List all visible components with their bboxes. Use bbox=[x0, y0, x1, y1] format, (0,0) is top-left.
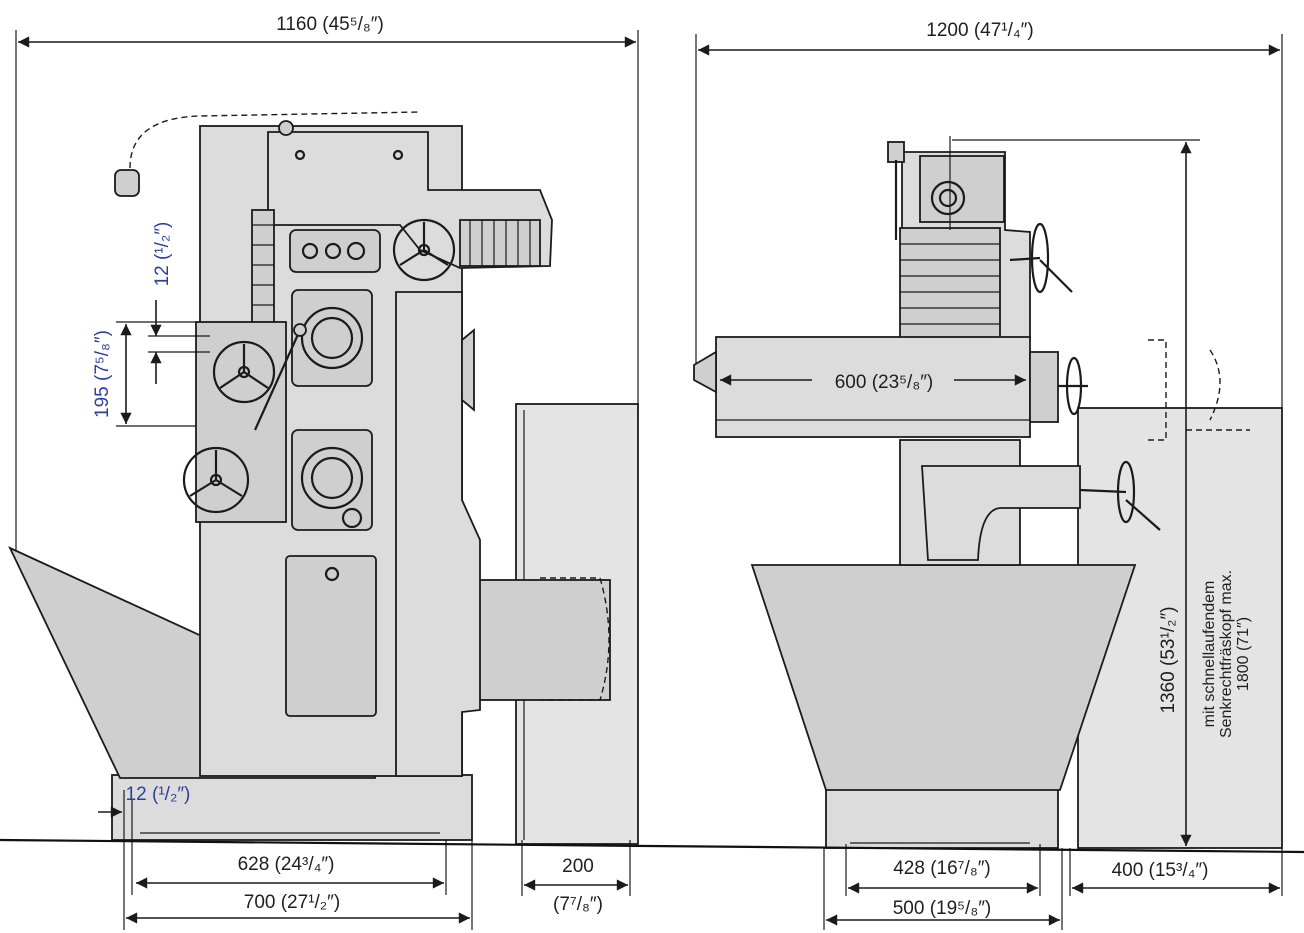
label-side-clearance: 400 (15³/₄″) bbox=[1112, 860, 1209, 881]
floor-line bbox=[0, 838, 1304, 854]
label-overall-height: 1360 (53¹/₂″) bbox=[1158, 606, 1179, 713]
label-front-base-inner: 428 (16⁷/₈″) bbox=[893, 858, 991, 879]
label-head-line1: mit schnellaufendem bbox=[1201, 581, 1218, 728]
label-front-base-outer: 500 (19⁵/₈″) bbox=[893, 898, 992, 919]
door-panel bbox=[285, 555, 377, 717]
gearbox-panel bbox=[291, 289, 373, 387]
label-base-inner: 628 (24³/₄″) bbox=[238, 854, 335, 875]
overarm-ribs bbox=[459, 219, 541, 267]
head-ribs bbox=[899, 227, 1001, 341]
label-right-width: 1200 (47¹/₄″) bbox=[926, 20, 1033, 41]
label-base-offset: 12 (¹/₂″) bbox=[126, 784, 191, 805]
label-motor-in: (7⁷/₈″) bbox=[553, 894, 603, 915]
label-spindle-offset: 12 (¹/₂″) bbox=[152, 222, 173, 287]
column-ribs bbox=[251, 209, 275, 351]
front-view bbox=[693, 34, 1283, 930]
knee-block bbox=[195, 321, 287, 523]
control-panel bbox=[289, 229, 381, 273]
label-left-width: 1160 (45⁵/₈″) bbox=[276, 14, 384, 35]
motor-body bbox=[469, 579, 611, 701]
handwheel-upper bbox=[392, 218, 456, 282]
label-motor-mm: 200 bbox=[562, 856, 594, 877]
label-head-line3: 1800 (71″) bbox=[1235, 617, 1252, 691]
label-base-outer: 700 (27¹/₂″) bbox=[244, 892, 340, 913]
machine-base bbox=[111, 774, 473, 841]
front-base bbox=[825, 787, 1059, 849]
label-table-travel: 600 (23⁵/₈″) bbox=[835, 372, 934, 393]
side-view bbox=[8, 30, 639, 930]
label-table-height: 195 (7⁵/₈″) bbox=[92, 330, 113, 418]
handwheel-head bbox=[1009, 222, 1073, 294]
handwheel-middle bbox=[212, 340, 276, 404]
handwheel-knee bbox=[1079, 460, 1161, 531]
label-head-line2: Senkrechtfräskopf max. bbox=[1218, 570, 1235, 738]
handwheel-lower bbox=[182, 446, 250, 514]
